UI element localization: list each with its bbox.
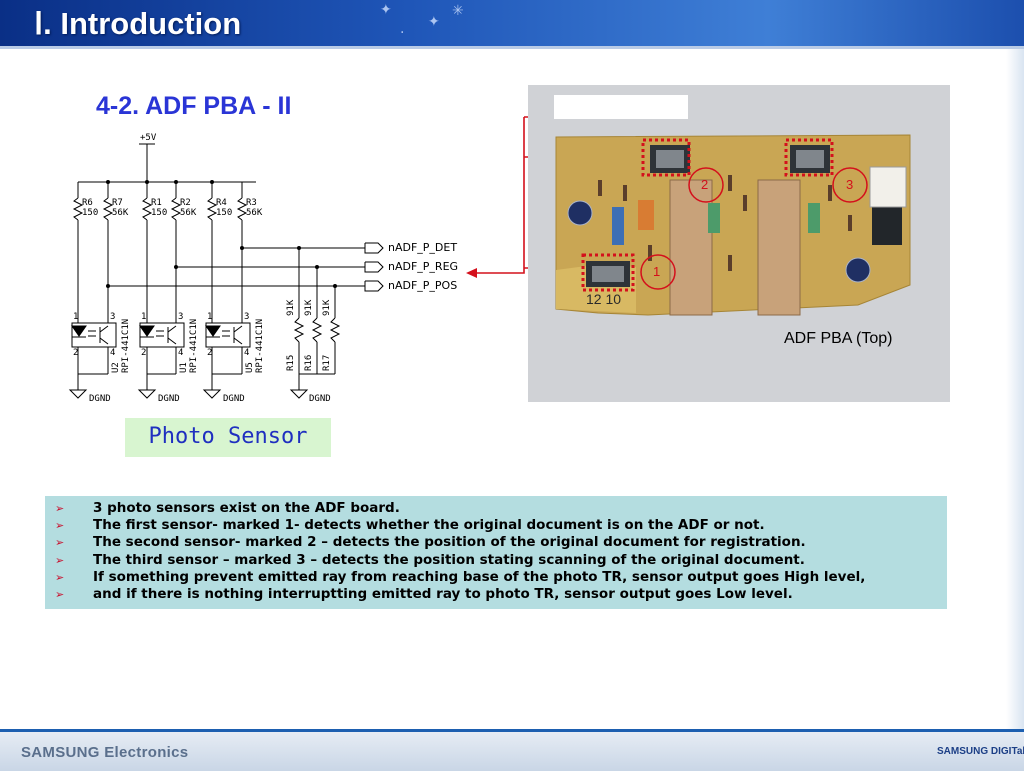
notes-box: ➢ 3 photo sensors exist on the ADF board.… xyxy=(45,496,947,609)
sensor-ref: U2 xyxy=(111,362,121,373)
pin-number: 4 xyxy=(178,348,184,358)
note-text: 3 photo sensors exist on the ADF board. xyxy=(93,500,400,516)
pullup-value: 91K xyxy=(304,299,314,316)
note-text: and if there is nothing interruptting em… xyxy=(93,585,793,602)
pullup-value: 91K xyxy=(286,299,296,316)
pin-number: 1 xyxy=(73,312,79,322)
resistor-value: 150 xyxy=(216,208,233,218)
pin-number: 2 xyxy=(73,348,79,358)
signal-label: nADF_P_POS xyxy=(388,279,458,292)
pullup-ref: R15 xyxy=(286,354,296,371)
photo-sensor-label-box: Photo Sensor xyxy=(125,418,331,457)
pin-number: 3 xyxy=(244,312,250,322)
marker-1: 1 xyxy=(653,264,661,279)
page-edge-shade xyxy=(1006,49,1024,729)
header-divider xyxy=(0,46,1024,49)
board-photo: 2 3 1 12 10 xyxy=(528,85,950,402)
resistor-ref: R4 xyxy=(216,198,227,208)
footer-bar: SAMSUNG Electronics SAMSUNG DIGITall xyxy=(0,729,1024,771)
list-item: ➢ and if there is nothing interruptting e… xyxy=(45,586,947,603)
ground-label: DGND xyxy=(158,394,180,404)
sensor-part: RPI-441C1N xyxy=(189,318,199,373)
note-text: If something prevent emitted ray from re… xyxy=(93,568,866,585)
pin-number: 3 xyxy=(178,312,184,322)
notes-list: ➢ 3 photo sensors exist on the ADF board.… xyxy=(45,496,947,603)
list-item: ➢ The second sensor- marked 2 – detects t… xyxy=(45,534,947,551)
arrow-bullet-icon: ➢ xyxy=(55,502,65,515)
list-item: ➢ The third sensor – marked 3 – detects t… xyxy=(45,552,947,569)
photo-caption: ADF PBA (Top) xyxy=(784,330,893,347)
ground-label: DGND xyxy=(223,394,245,404)
resistor-ref: R6 xyxy=(82,198,93,208)
pullup-ref: R17 xyxy=(322,354,332,371)
list-item: ➢ If something prevent emitted ray from r… xyxy=(45,569,947,586)
list-item: ➢ 3 photo sensors exist on the ADF board. xyxy=(45,500,947,517)
note-text: The third sensor – marked 3 – detects th… xyxy=(93,551,805,568)
pin-number: 3 xyxy=(110,312,116,322)
note-text: The first sensor- marked 1- detects whet… xyxy=(93,517,765,534)
schematic-wiring xyxy=(68,143,384,399)
section-title: 4-2. ADF PBA - II xyxy=(96,92,292,120)
sensor-part: RPI-441C1N xyxy=(121,318,131,373)
resistor-value: 150 xyxy=(82,208,99,218)
marker-3: 3 xyxy=(846,177,854,192)
sensor-schematic: +5V R6 150 R7 56K R1 150 R2 56K R4 150 R… xyxy=(60,128,480,413)
note-text: The second sensor- marked 2 – detects th… xyxy=(93,534,806,551)
pin-number: 2 xyxy=(141,348,147,358)
arrow-bullet-icon: ➢ xyxy=(55,553,65,567)
resistor-value: 150 xyxy=(151,208,168,218)
slide-title: Ⅰ. Introduction xyxy=(34,6,242,41)
arrow-bullet-icon: ➢ xyxy=(55,570,65,584)
board-handwriting: 12 10 xyxy=(586,291,622,307)
pin-number: 2 xyxy=(207,348,213,358)
pullup-ref: R16 xyxy=(304,354,314,371)
sensor-ref: U1 xyxy=(179,362,189,373)
footer-brand: SAMSUNG Electronics xyxy=(21,744,189,761)
resistor-ref: R1 xyxy=(151,198,162,208)
ground-label: DGND xyxy=(89,394,111,404)
star-decoration: ✦ xyxy=(380,2,392,18)
resistor-ref: R2 xyxy=(180,198,191,208)
sensor-ref: U5 xyxy=(245,362,255,373)
star-decoration: ✦ xyxy=(428,14,440,30)
sensor-part: RPI-441C1N xyxy=(255,318,265,373)
list-item: ➢ The first sensor- marked 1- detects whe… xyxy=(45,517,947,534)
pcb-illustration xyxy=(528,85,950,402)
resistor-value: 56K xyxy=(246,208,263,218)
star-decoration: · xyxy=(400,25,405,41)
pullup-value: 91K xyxy=(322,299,332,316)
resistor-value: 56K xyxy=(180,208,197,218)
footer-logo: SAMSUNG DIGITall xyxy=(937,746,1024,757)
resistor-value: 56K xyxy=(112,208,129,218)
pin-number: 1 xyxy=(141,312,147,322)
arrow-bullet-icon: ➢ xyxy=(55,536,65,550)
arrow-bullet-icon: ➢ xyxy=(55,519,65,533)
resistor-ref: R7 xyxy=(112,198,123,208)
resistor-ref: R3 xyxy=(246,198,257,208)
marker-2: 2 xyxy=(701,177,709,192)
pin-number: 4 xyxy=(110,348,116,358)
signal-label: nADF_P_REG xyxy=(388,260,459,273)
arrow-bullet-icon: ➢ xyxy=(55,587,65,601)
supply-label: +5V xyxy=(140,133,157,143)
photo-sensor-label: Photo Sensor xyxy=(148,424,308,449)
ground-label: DGND xyxy=(309,394,331,404)
pin-number: 4 xyxy=(244,348,250,358)
signal-label: nADF_P_DET xyxy=(388,241,458,254)
pin-number: 1 xyxy=(207,312,213,322)
title-bar: ✦ ✦ ✳ · Ⅰ. Introduction xyxy=(0,0,1024,46)
star-decoration: ✳ xyxy=(452,3,464,19)
